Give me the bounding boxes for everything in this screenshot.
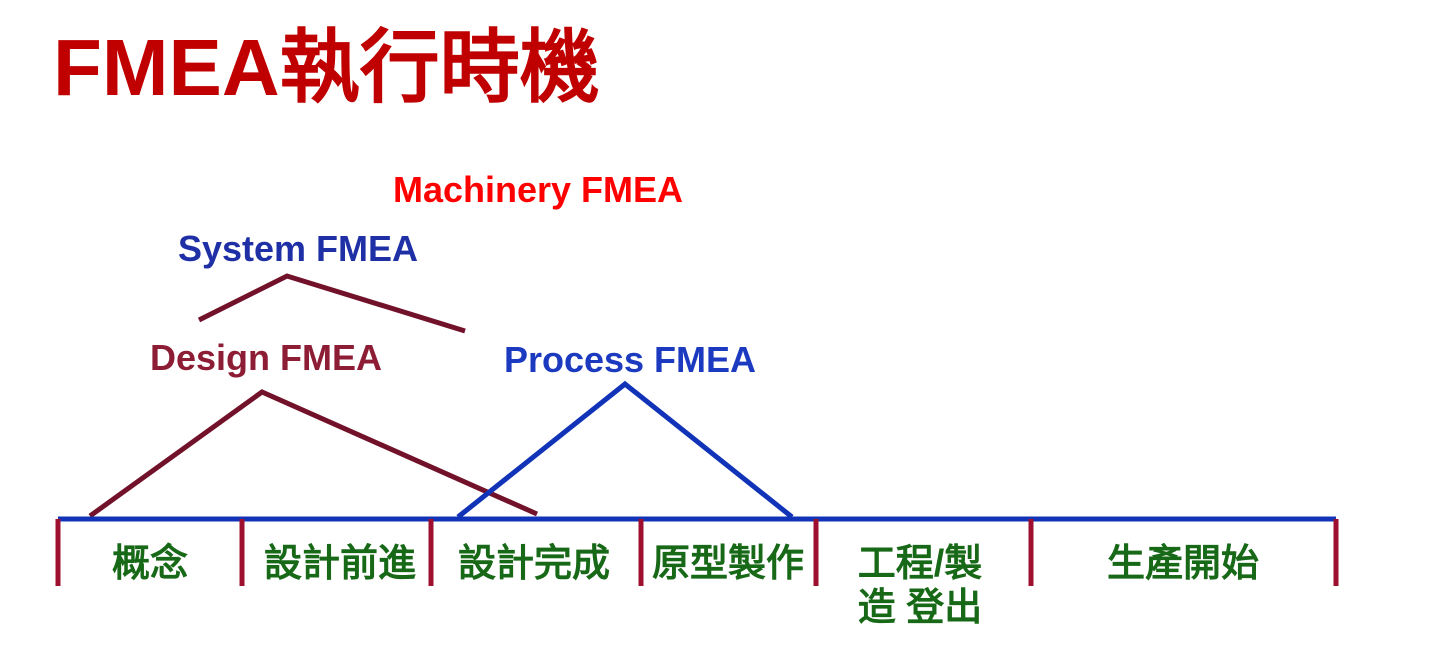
design-fmea-label: Design FMEA <box>149 337 383 378</box>
phase-label-design-forward: 設計前進 <box>263 543 417 585</box>
system-fmea-span-line <box>197 273 466 334</box>
phase-label-prototype: 原型製作 <box>651 543 805 585</box>
page-title: FMEA執行時機 <box>53 23 600 112</box>
process-fmea-triangle-line <box>456 380 794 519</box>
phase-label-production-start: 生產開始 <box>1106 543 1260 585</box>
design-fmea-triangle-line <box>88 389 539 519</box>
phase-label-concept: 概念 <box>111 543 189 585</box>
process-fmea-label: Process FMEA <box>503 339 757 380</box>
phase-label-design-complete: 設計完成 <box>457 543 611 585</box>
phase-label-engineering-manufacturing-signoff: 工程/製 造 登出 <box>857 543 983 629</box>
machinery-fmea-label: Machinery FMEA <box>392 169 684 210</box>
system-fmea-label: System FMEA <box>177 228 419 269</box>
